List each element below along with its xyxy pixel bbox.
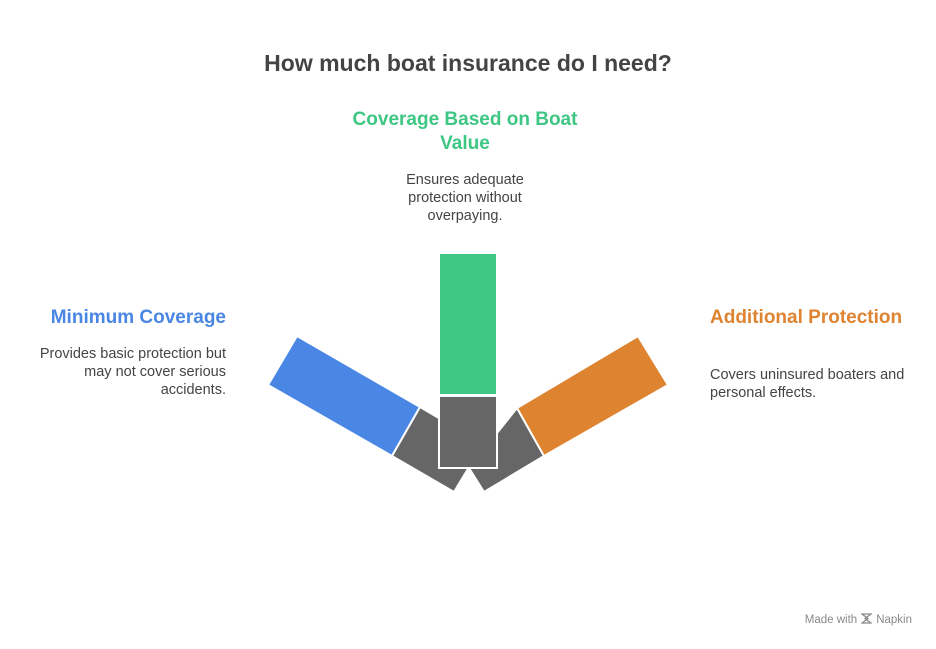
center-option-heading: Coverage Based on Boat Value: [352, 109, 578, 154]
napkin-brand-label: Napkin: [876, 614, 912, 626]
made-with-label: Made with: [804, 614, 858, 626]
page-title: How much boat insurance do I need?: [264, 50, 672, 76]
left-arm-bar: [266, 334, 422, 458]
right-arm-bar: [515, 334, 670, 458]
right-option-heading: Additional Protection: [710, 307, 903, 328]
center-arm-bar: [438, 252, 498, 396]
left-option-heading: Minimum Coverage: [50, 307, 226, 328]
right-option-description: Covers uninsured boaters and personal ef…: [710, 367, 905, 401]
center-option-description: Ensures adequate protection without over…: [406, 172, 524, 224]
footer-credit[interactable]: Made with Napkin: [805, 613, 912, 627]
center-arm-base: [438, 395, 498, 469]
left-option-description: Provides basic protection but may not co…: [39, 346, 226, 398]
napkin-logo-icon: [860, 613, 874, 627]
